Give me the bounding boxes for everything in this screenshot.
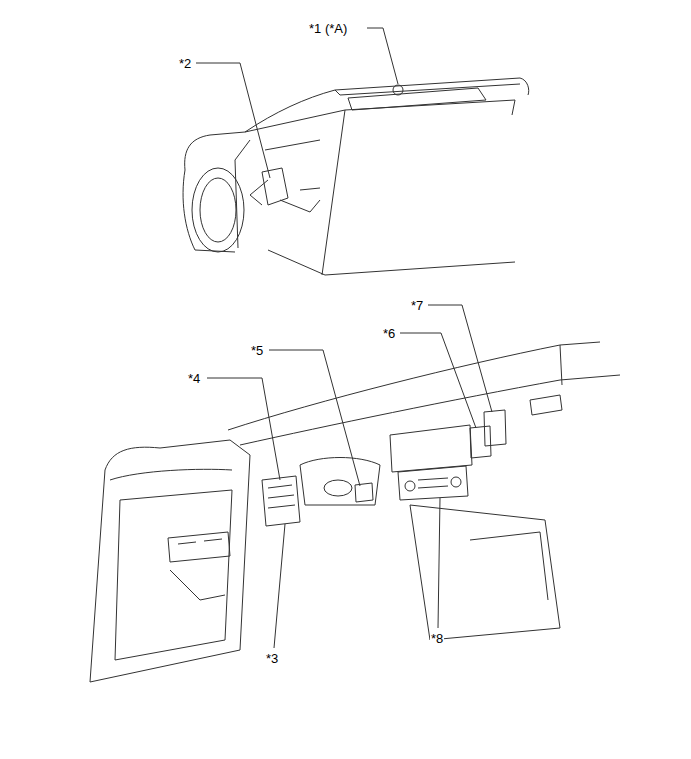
callout-number: *8: [430, 631, 444, 646]
callout-number: *3: [265, 651, 279, 666]
callout-number: *6: [382, 326, 396, 341]
callout-number: *2: [178, 56, 192, 71]
vehicle-interior: [90, 342, 620, 682]
callout-number: *7: [410, 298, 424, 313]
leader-lines: [196, 28, 492, 648]
vehicle-exterior: [183, 78, 529, 275]
callout-number: *1 (*A): [308, 21, 348, 36]
callout-number: *5: [250, 343, 264, 358]
callout-number: *4: [187, 371, 201, 386]
